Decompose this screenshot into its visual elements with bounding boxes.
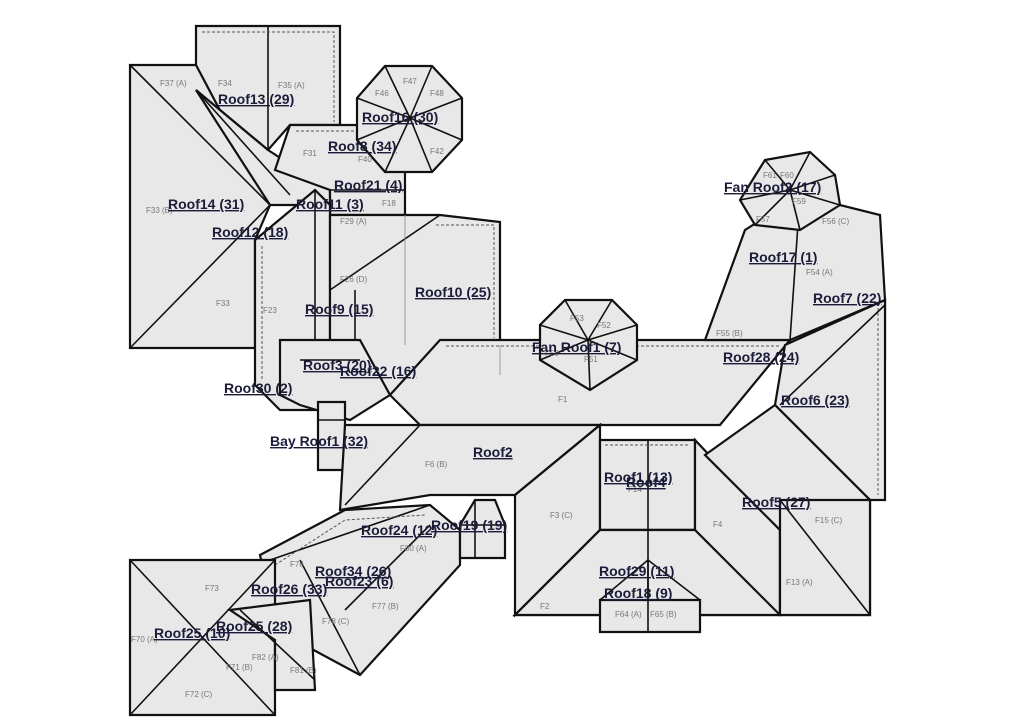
roof-label-fan-roof2: Fan Roof2 (17)	[724, 179, 821, 195]
roof-section-roof5	[778, 498, 872, 617]
roof-section-roof19	[458, 498, 507, 560]
face-label: F70 (A)	[131, 635, 158, 644]
face-label: F80 (A)	[400, 544, 427, 553]
fan-roof1	[538, 298, 639, 392]
roof-label-roof29: Roof29 (11)	[599, 563, 674, 579]
roof-label-roof7: Roof7 (22)	[813, 290, 881, 306]
face-label: F52	[597, 321, 611, 330]
roof-label-roof24: Roof24 (12)	[361, 522, 437, 538]
face-label: F57	[756, 215, 770, 224]
face-label: F37 (A)	[160, 79, 187, 88]
roof-label-roof11: Roof11 (3)	[296, 196, 364, 212]
roof-label-fan-roof1: Fan Roof1 (7)	[532, 339, 621, 355]
roof-label-roof17: Roof17 (1)	[749, 249, 817, 265]
roof-label-roof13: Roof13 (29)	[218, 91, 294, 107]
roof-label-roof6: Roof6 (23)	[781, 392, 849, 408]
face-label: F56 (C)	[822, 217, 849, 226]
roof-section-roof25	[128, 558, 277, 717]
roof-section-roof18	[598, 559, 702, 634]
face-label: F3 (C)	[550, 511, 573, 520]
roof-label-roof4: Roof4	[626, 474, 666, 490]
roof-label-roof19: Roof19 (19)	[431, 517, 507, 533]
roof-label-roof12: Roof12 (18)	[212, 224, 288, 240]
face-label: F35 (A)	[278, 81, 305, 90]
roof-section-roof2-lower	[338, 423, 604, 512]
roof-label-roof3: Roof3 (20)	[303, 357, 371, 373]
face-label: F48	[430, 89, 444, 98]
face-label: F54 (A)	[806, 268, 833, 277]
face-labels: F37 (A) F34 F35 (A) F31 F33 (B) F29 (A) …	[131, 77, 849, 699]
face-label: F23	[263, 306, 277, 315]
face-label: F50	[545, 349, 559, 358]
face-label: F46	[375, 89, 389, 98]
face-label: F31	[303, 149, 317, 158]
face-label: F51	[584, 355, 598, 364]
roof-label-bay-roof1: Bay Roof1 (32)	[270, 433, 368, 449]
face-label: F76	[290, 560, 304, 569]
face-label: F33 (B)	[146, 206, 173, 215]
roof-label-roof26: Roof26 (33)	[251, 581, 327, 597]
face-label: F71 (B)	[226, 663, 253, 672]
roof-section-roof26	[226, 598, 317, 692]
face-label: F77 (B)	[372, 602, 399, 611]
roof-label-roof21: Roof21 (4)	[334, 177, 402, 193]
face-label: F65 (B)	[650, 610, 677, 619]
face-label: F4	[713, 520, 723, 529]
face-label: F18	[382, 199, 396, 208]
roof-label-roof2: Roof2	[473, 444, 513, 460]
roof-label-roof16: Roof16 (30)	[362, 109, 438, 125]
face-label: F33	[216, 299, 230, 308]
roof-label-roof1: Roof1 (13)	[604, 469, 672, 485]
roof-label-roof8: Roof8 (34)	[328, 138, 396, 154]
roof-label-roof9: Roof9 (15)	[305, 301, 373, 317]
face-label: F14	[628, 485, 642, 494]
roof-section-roof3	[278, 338, 392, 422]
face-label: F47	[403, 77, 417, 86]
face-label: F72 (C)	[185, 690, 212, 699]
roof-label-roof25a: Roof25 (28)	[216, 618, 292, 634]
face-label: F78 (C)	[322, 617, 349, 626]
roof-label-roof5: Roof5 (27)	[742, 494, 810, 510]
face-label: F29 (A)	[340, 217, 367, 226]
face-label: F73	[205, 584, 219, 593]
face-label: F64 (A)	[615, 610, 642, 619]
roof-labels: Roof13 (29) Roof16 (30) Roof8 (34) Roof2…	[154, 91, 881, 641]
roof-label-roof34: Roof34 (26)	[315, 563, 391, 579]
face-label: F6 (B)	[425, 460, 448, 469]
face-label: F61	[763, 171, 777, 180]
roof-label-roof28: Roof28 (24)	[723, 349, 799, 365]
face-label: F60	[780, 171, 794, 180]
face-label: F53	[570, 314, 584, 323]
fan-roof2	[738, 150, 842, 232]
face-label: F13 (A)	[786, 578, 813, 587]
roof-section-roof16-octagon	[355, 64, 464, 174]
face-label: F2	[540, 602, 550, 611]
face-label: F59	[792, 197, 806, 206]
roof-label-roof25b: Roof25 (10)	[154, 625, 230, 641]
face-label: F26 (D)	[340, 275, 367, 284]
roof-label-roof14: Roof14 (31)	[168, 196, 244, 212]
face-label: F55 (B)	[716, 329, 743, 338]
face-label: F15 (C)	[815, 516, 842, 525]
roof-label-roof23: Roof23 (6)	[325, 573, 393, 589]
roof-label-roof30: Roof30 (2)	[224, 380, 292, 396]
face-label: F82 (A)	[252, 653, 279, 662]
face-label: F1	[558, 395, 568, 404]
roof-label-roof22: Roof22 (16)	[340, 363, 416, 379]
roof-label-roof18: Roof18 (9)	[604, 585, 672, 601]
face-label: F34	[218, 79, 232, 88]
roof-label-roof10: Roof10 (25)	[415, 284, 491, 300]
face-label: F42	[430, 147, 444, 156]
face-label: F40	[358, 155, 372, 164]
face-label: F81 (B)	[290, 666, 317, 675]
